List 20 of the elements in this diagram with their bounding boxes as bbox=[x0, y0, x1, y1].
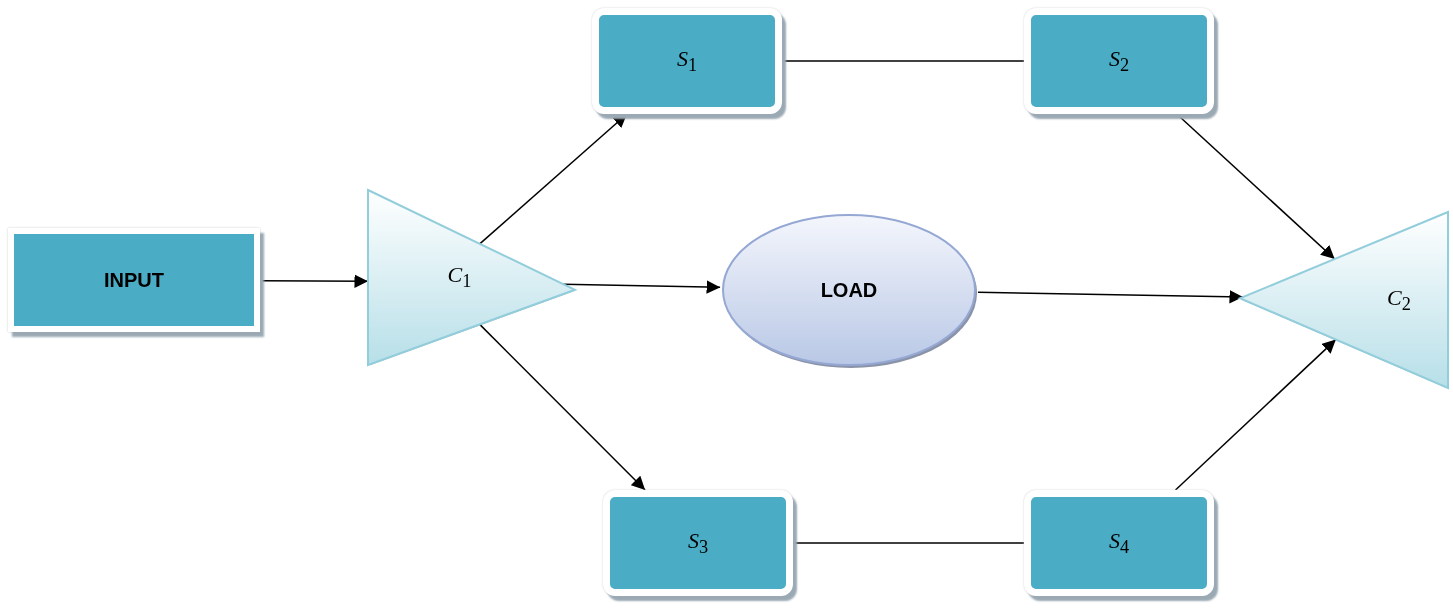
combiner-triangle bbox=[1240, 212, 1448, 388]
node-label: INPUT bbox=[104, 268, 164, 292]
arrow bbox=[562, 280, 721, 294]
symbol-label: S$_{4}$ bbox=[1108, 527, 1130, 559]
arrow bbox=[1175, 113, 1336, 260]
symbol-label: C$_{2}$ bbox=[1387, 284, 1411, 316]
arrow bbox=[1174, 338, 1337, 491]
arrow bbox=[479, 323, 646, 491]
arrow bbox=[479, 113, 628, 245]
load-ellipse bbox=[720, 211, 978, 369]
symbol-label: S$_{3}$ bbox=[687, 527, 709, 559]
connector-line bbox=[792, 542, 1025, 544]
arrow bbox=[977, 290, 1244, 304]
arrow bbox=[259, 274, 369, 288]
node-label: LOAD bbox=[820, 278, 878, 302]
symbol-label: S$_{2}$ bbox=[1108, 45, 1130, 77]
symbol-label: S$_{1}$ bbox=[676, 45, 698, 77]
connector-line bbox=[781, 60, 1025, 62]
symbol-label: C$_{1}$ bbox=[447, 262, 472, 293]
combiner-triangle bbox=[368, 190, 575, 365]
